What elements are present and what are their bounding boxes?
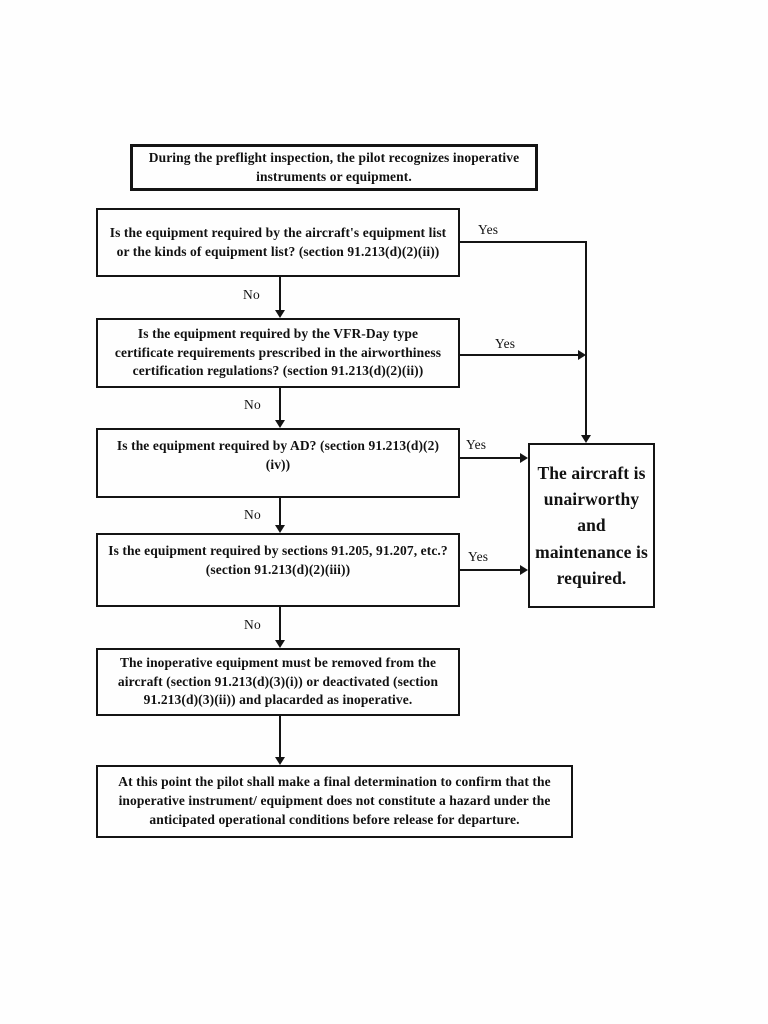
- edge-label-yes-2: Yes: [495, 336, 516, 351]
- arrow-right-icon: [578, 350, 586, 360]
- node-action-remove-or-deactivate: The inoperative equipment must be remove…: [96, 648, 460, 716]
- node-question-vfr-day-type: Is the equipment required by the VFR-Day…: [96, 318, 460, 388]
- node-question-sections: Is the equipment required by sections 91…: [96, 533, 460, 607]
- edge-label-no-4: No: [244, 617, 261, 632]
- edge-label-no-1: No: [243, 287, 260, 302]
- node-question-ad: Is the equipment required by AD? (sectio…: [96, 428, 460, 498]
- arrow-down-icon: [275, 757, 285, 765]
- connector-yes-1-vline: [585, 241, 587, 435]
- edge-label-yes-4: Yes: [468, 549, 489, 564]
- connector-no-4-line: [279, 607, 281, 640]
- connector-yes-1-hline: [460, 241, 587, 243]
- connector-no-2-line: [279, 388, 281, 420]
- node-aircraft-unairworthy: The aircraft is unairworthy and maintena…: [528, 443, 655, 608]
- arrow-right-icon: [520, 453, 528, 463]
- connector-yes-2-hline: [460, 354, 578, 356]
- node-final-determination: At this point the pilot shall make a fin…: [96, 765, 573, 838]
- arrow-down-icon: [275, 310, 285, 318]
- node-start: During the preflight inspection, the pil…: [130, 144, 538, 191]
- connector-action-to-final-line: [279, 716, 281, 757]
- connector-yes-3-hline: [460, 457, 520, 459]
- arrow-down-icon: [275, 525, 285, 533]
- connector-yes-4-hline: [460, 569, 520, 571]
- arrow-down-icon: [275, 420, 285, 428]
- arrow-down-icon: [581, 435, 591, 443]
- connector-no-1-line: [279, 277, 281, 310]
- edge-label-yes-1: Yes: [478, 222, 499, 237]
- edge-label-no-2: No: [244, 397, 261, 412]
- arrow-right-icon: [520, 565, 528, 575]
- connector-no-3-line: [279, 498, 281, 525]
- edge-label-yes-3: Yes: [466, 437, 487, 452]
- edge-label-no-3: No: [244, 507, 261, 522]
- node-question-equipment-list: Is the equipment required by the aircraf…: [96, 208, 460, 277]
- arrow-down-icon: [275, 640, 285, 648]
